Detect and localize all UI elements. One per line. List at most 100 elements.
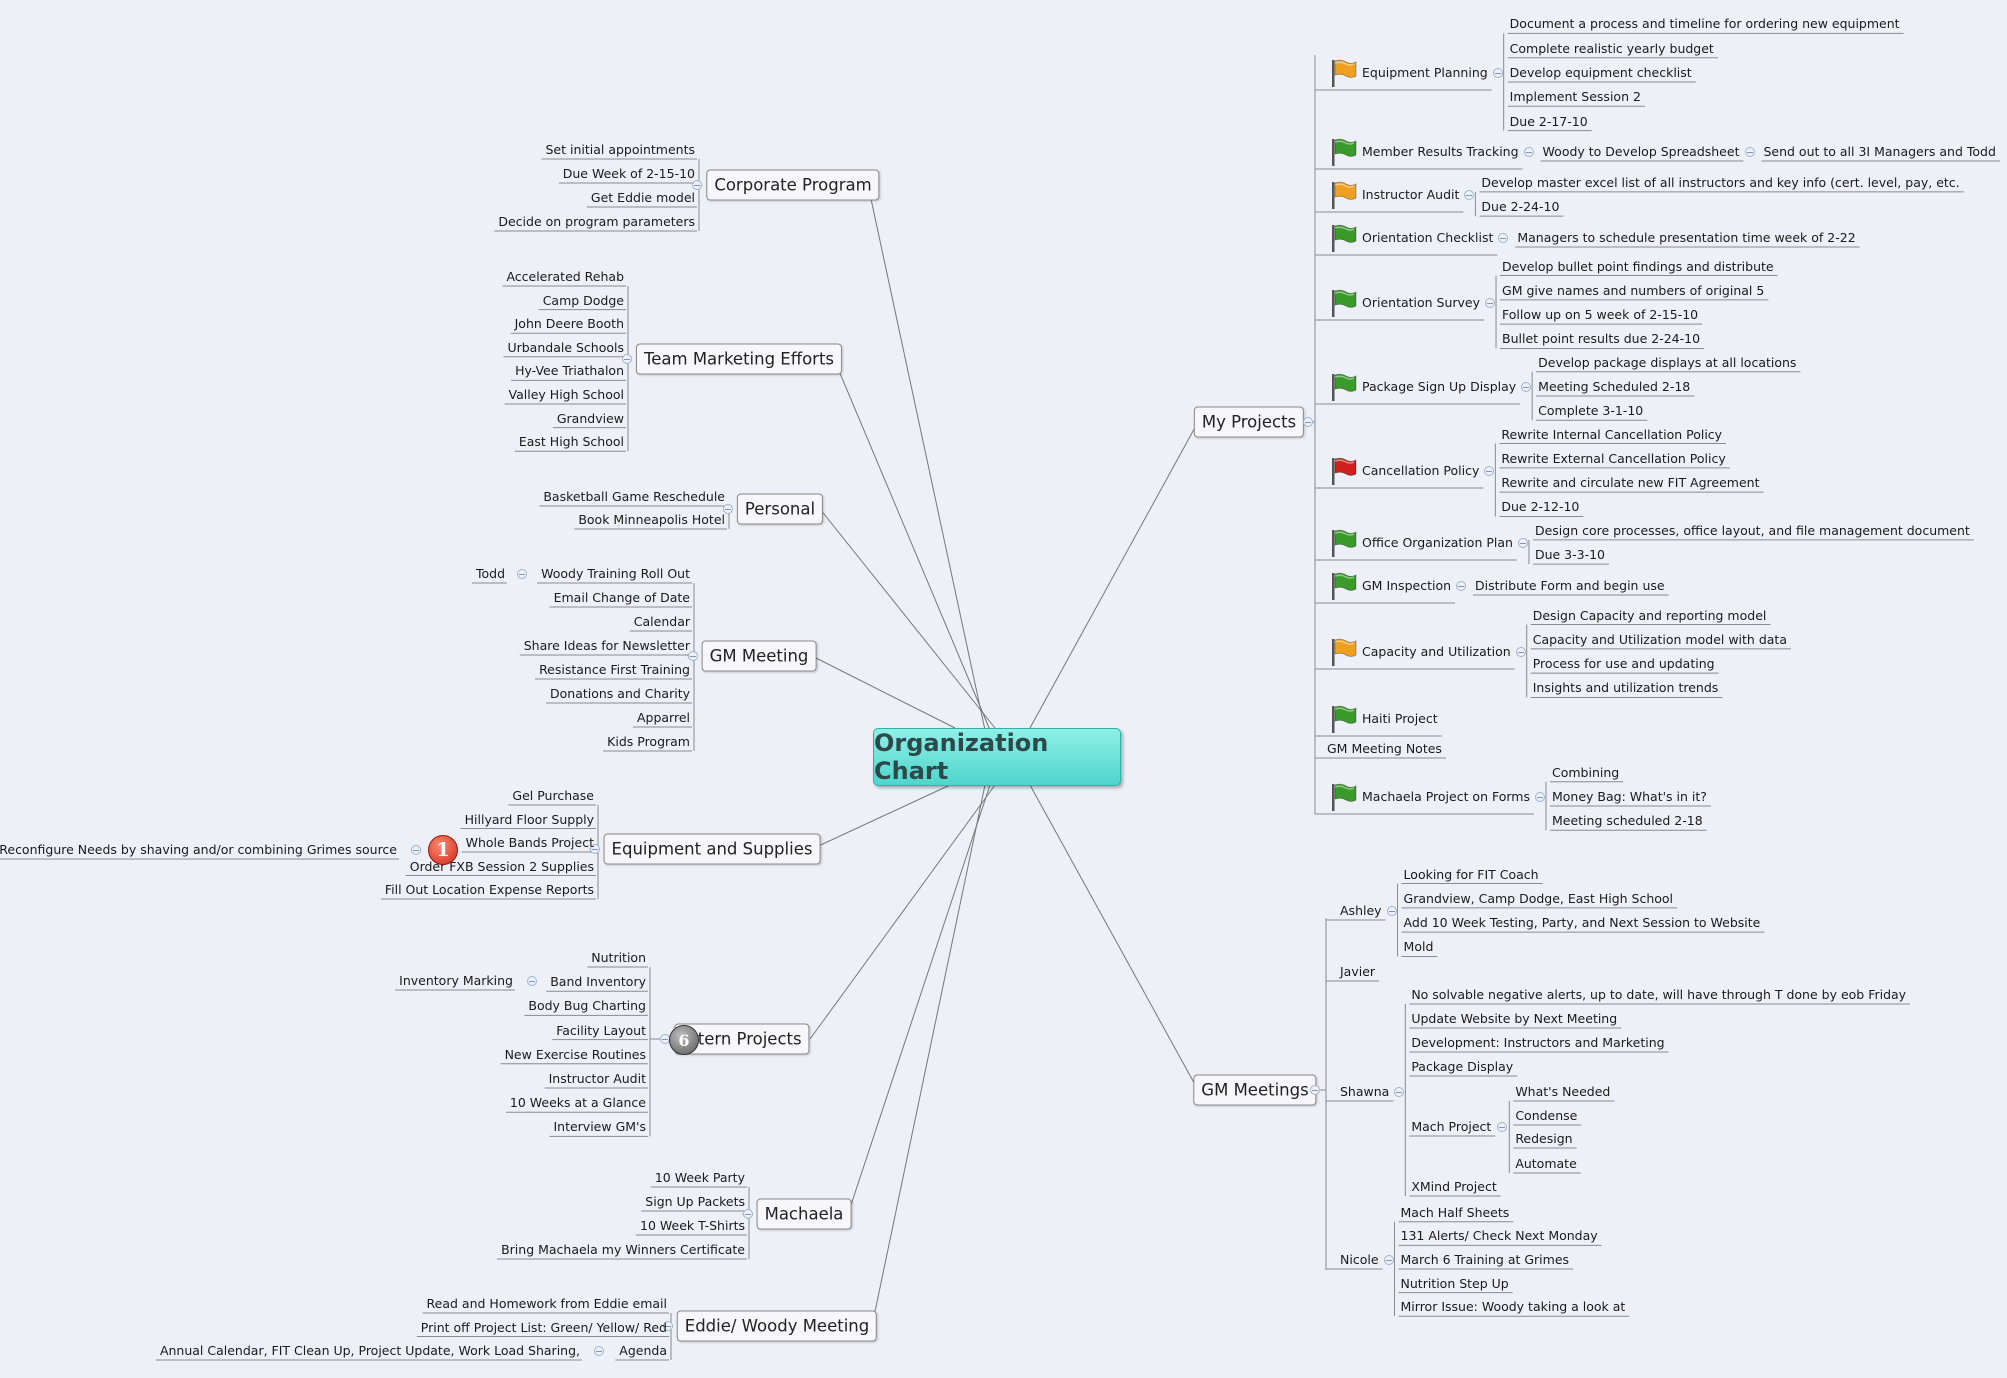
topic-process-for-use-and-updating[interactable]: Process for use and updating bbox=[1532, 656, 1715, 672]
topic-rewrite-internal-cancellation-policy[interactable]: Rewrite Internal Cancellation Policy bbox=[1501, 426, 1723, 442]
topic-managers-to-schedule-presentation-time-week-of-2-22[interactable]: Managers to schedule presentation time w… bbox=[1517, 230, 1856, 245]
branch-corporate-program[interactable]: Corporate Program bbox=[706, 169, 880, 201]
topic-what-s-needed[interactable]: What's Needed bbox=[1515, 1084, 1611, 1099]
collapse-toggle-icon[interactable] bbox=[1456, 581, 1467, 591]
project-haiti-project[interactable]: Haiti Project bbox=[1362, 711, 1438, 726]
topic-develop-equipment-checklist[interactable]: Develop equipment checklist bbox=[1509, 65, 1692, 80]
topic-grandview-camp-dodge-east-high-school[interactable]: Grandview, Camp Dodge, East High School bbox=[1403, 890, 1674, 906]
person-shawna[interactable]: Shawna bbox=[1340, 1084, 1390, 1099]
topic-update-website-by-next-meeting[interactable]: Update Website by Next Meeting bbox=[1411, 1011, 1618, 1026]
topic-meeting-scheduled-2-18[interactable]: Meeting Scheduled 2-18 bbox=[1538, 379, 1691, 394]
collapse-toggle-icon[interactable] bbox=[662, 1321, 673, 1331]
topic-basketball-game-reschedule[interactable]: Basketball Game Reschedule bbox=[543, 489, 725, 504]
topic-insights-and-utilization-trends[interactable]: Insights and utilization trends bbox=[1532, 680, 1719, 696]
topic-fill-out-location-expense-reports[interactable]: Fill Out Location Expense Reports bbox=[384, 882, 594, 897]
collapse-toggle-icon[interactable] bbox=[527, 976, 537, 986]
topic-nutrition[interactable]: Nutrition bbox=[591, 950, 646, 965]
topic-east-high-school[interactable]: East High School bbox=[518, 434, 624, 450]
project-member-results-tracking[interactable]: Member Results Tracking bbox=[1362, 144, 1519, 159]
topic-combining[interactable]: Combining bbox=[1551, 764, 1620, 780]
topic-email-change-of-date[interactable]: Email Change of Date bbox=[553, 590, 690, 605]
branch-machaela[interactable]: Machaela bbox=[756, 1198, 852, 1230]
collapse-toggle-icon[interactable] bbox=[1515, 647, 1526, 657]
collapse-toggle-icon[interactable] bbox=[1484, 466, 1495, 476]
topic-add-10-week-testing-party-and-next-session-to-website[interactable]: Add 10 Week Testing, Party, and Next Ses… bbox=[1403, 915, 1761, 931]
topic-instructor-audit[interactable]: Instructor Audit bbox=[548, 1071, 646, 1086]
topic-due-3-3-10[interactable]: Due 3-3-10 bbox=[1534, 547, 1605, 563]
project-cancellation-policy[interactable]: Cancellation Policy bbox=[1362, 463, 1480, 478]
topic-distribute-form-and-begin-use[interactable]: Distribute Form and begin use bbox=[1475, 578, 1665, 593]
topic-valley-high-school[interactable]: Valley High School bbox=[508, 387, 624, 402]
branch-gm-meetings[interactable]: GM Meetings bbox=[1193, 1074, 1317, 1106]
topic-capacity-and-utilization-model-with-data[interactable]: Capacity and Utilization model with data bbox=[1532, 631, 1787, 647]
project-package-sign-up-display[interactable]: Package Sign Up Display bbox=[1362, 379, 1517, 394]
project-equipment-planning[interactable]: Equipment Planning bbox=[1362, 65, 1488, 80]
topic-share-ideas-for-newsletter[interactable]: Share Ideas for Newsletter bbox=[523, 638, 690, 653]
collapse-toggle-icon[interactable] bbox=[594, 1346, 604, 1356]
topic-nutrition-step-up[interactable]: Nutrition Step Up bbox=[1400, 1275, 1509, 1291]
topic-woody-training-roll-out[interactable]: Woody Training Roll Out bbox=[541, 566, 690, 581]
topic-mach-half-sheets[interactable]: Mach Half Sheets bbox=[1400, 1204, 1510, 1220]
collapse-toggle-icon[interactable] bbox=[1521, 382, 1532, 392]
branch-gm-meeting[interactable]: GM Meeting bbox=[701, 640, 817, 672]
collapse-toggle-icon[interactable] bbox=[692, 180, 703, 190]
project-orientation-checklist[interactable]: Orientation Checklist bbox=[1362, 230, 1494, 245]
collapse-toggle-icon[interactable] bbox=[589, 844, 600, 854]
collapse-toggle-icon[interactable] bbox=[1310, 1085, 1320, 1095]
topic-develop-master-excel-list-of-all-instructors-and-key-info-cert-level-pay-etc[interactable]: Develop master excel list of all instruc… bbox=[1481, 174, 1960, 190]
topic-no-solvable-negative-alerts-up-to-date-will-have-through-t-done-by-eob-friday[interactable]: No solvable negative alerts, up to date,… bbox=[1411, 987, 1907, 1002]
topic-inventory-marking[interactable]: Inventory Marking bbox=[399, 973, 513, 988]
topic-bullet-point-results-due-2-24-10[interactable]: Bullet point results due 2-24-10 bbox=[1502, 331, 1701, 347]
collapse-toggle-icon[interactable] bbox=[687, 651, 698, 661]
topic-gm-give-names-and-numbers-of-original-5[interactable]: GM give names and numbers of original 5 bbox=[1502, 282, 1765, 298]
topic-gel-purchase[interactable]: Gel Purchase bbox=[512, 788, 594, 803]
topic-send-out-to-all-3i-managers-and-todd[interactable]: Send out to all 3I Managers and Todd bbox=[1763, 144, 1996, 159]
topic-development-instructors-and-marketing[interactable]: Development: Instructors and Marketing bbox=[1411, 1035, 1665, 1050]
topic-design-core-processes-office-layout-and-file-management-document[interactable]: Design core processes, office layout, an… bbox=[1534, 522, 1970, 538]
project-gm-meeting-notes[interactable]: GM Meeting Notes bbox=[1327, 741, 1442, 756]
topic-looking-for-fit-coach[interactable]: Looking for FIT Coach bbox=[1403, 866, 1539, 882]
topic-accelerated-rehab[interactable]: Accelerated Rehab bbox=[506, 269, 624, 284]
topic-package-display[interactable]: Package Display bbox=[1411, 1059, 1514, 1074]
collapse-toggle-icon[interactable] bbox=[411, 845, 421, 855]
project-gm-inspection[interactable]: GM Inspection bbox=[1362, 578, 1452, 593]
collapse-toggle-icon[interactable] bbox=[1383, 1255, 1394, 1265]
collapse-toggle-icon[interactable] bbox=[1534, 792, 1545, 802]
topic-design-capacity-and-reporting-model[interactable]: Design Capacity and reporting model bbox=[1532, 607, 1767, 623]
topic-todd[interactable]: Todd bbox=[475, 566, 505, 581]
collapse-toggle-icon[interactable] bbox=[1394, 1087, 1405, 1097]
topic-reconfigure-needs[interactable]: Reconfigure Needs by shaving and/or comb… bbox=[0, 842, 397, 857]
topic-whole-bands-project[interactable]: Whole Bands Project bbox=[465, 835, 594, 850]
collapse-toggle-icon[interactable] bbox=[722, 504, 733, 514]
topic-book-minneapolis-hotel[interactable]: Book Minneapolis Hotel bbox=[578, 512, 725, 527]
topic-rewrite-external-cancellation-policy[interactable]: Rewrite External Cancellation Policy bbox=[1501, 450, 1726, 466]
topic-due-2-12-10[interactable]: Due 2-12-10 bbox=[1501, 499, 1580, 515]
topic-document-a-process-and-timeline-for-ordering-new-equipment[interactable]: Document a process and timeline for orde… bbox=[1509, 16, 1900, 32]
project-orientation-survey[interactable]: Orientation Survey bbox=[1362, 295, 1481, 310]
topic-due-2-17-10[interactable]: Due 2-17-10 bbox=[1509, 113, 1588, 129]
topic-read-and-homework-from-eddie-email[interactable]: Read and Homework from Eddie email bbox=[426, 1296, 667, 1311]
collapse-toggle-icon[interactable] bbox=[1523, 147, 1534, 157]
branch-equipment-and-supplies[interactable]: Equipment and Supplies bbox=[603, 833, 821, 865]
branch-personal[interactable]: Personal bbox=[736, 493, 824, 525]
topic-develop-bullet-point-findings-and-distribute[interactable]: Develop bullet point findings and distri… bbox=[1502, 258, 1774, 274]
topic-due-2-24-10[interactable]: Due 2-24-10 bbox=[1481, 199, 1560, 215]
topic-complete-realistic-yearly-budget[interactable]: Complete realistic yearly budget bbox=[1509, 40, 1714, 56]
topic-hillyard-floor-supply[interactable]: Hillyard Floor Supply bbox=[464, 811, 594, 827]
topic-mach-project[interactable]: Mach Project bbox=[1411, 1119, 1492, 1134]
topic-complete-3-1-10[interactable]: Complete 3-1-10 bbox=[1538, 403, 1644, 419]
topic-10-weeks-at-a-glance[interactable]: 10 Weeks at a Glance bbox=[509, 1095, 646, 1111]
topic-urbandale-schools[interactable]: Urbandale Schools bbox=[507, 339, 624, 355]
topic-sign-up-packets[interactable]: Sign Up Packets bbox=[645, 1194, 745, 1209]
topic-10-week-t-shirts[interactable]: 10 Week T-Shirts bbox=[640, 1218, 745, 1233]
topic-print-off-project-list-green-yellow-red[interactable]: Print off Project List: Green/ Yellow/ R… bbox=[420, 1319, 667, 1335]
topic-bring-machaela-my-winners-certificate[interactable]: Bring Machaela my Winners Certificate bbox=[501, 1242, 745, 1257]
collapse-toggle-icon[interactable] bbox=[1464, 190, 1475, 200]
topic-mirror-issue-woody-taking-a-look-at[interactable]: Mirror Issue: Woody taking a look at bbox=[1400, 1299, 1626, 1315]
collapse-toggle-icon[interactable] bbox=[1485, 298, 1496, 308]
topic-woody-to-develop-spreadsheet[interactable]: Woody to Develop Spreadsheet bbox=[1542, 144, 1740, 159]
branch-my-projects[interactable]: My Projects bbox=[1193, 406, 1305, 438]
topic-john-deere-booth[interactable]: John Deere Booth bbox=[514, 316, 624, 332]
topic-condense[interactable]: Condense bbox=[1515, 1108, 1578, 1123]
central-topic[interactable]: Organization Chart bbox=[873, 728, 1121, 786]
